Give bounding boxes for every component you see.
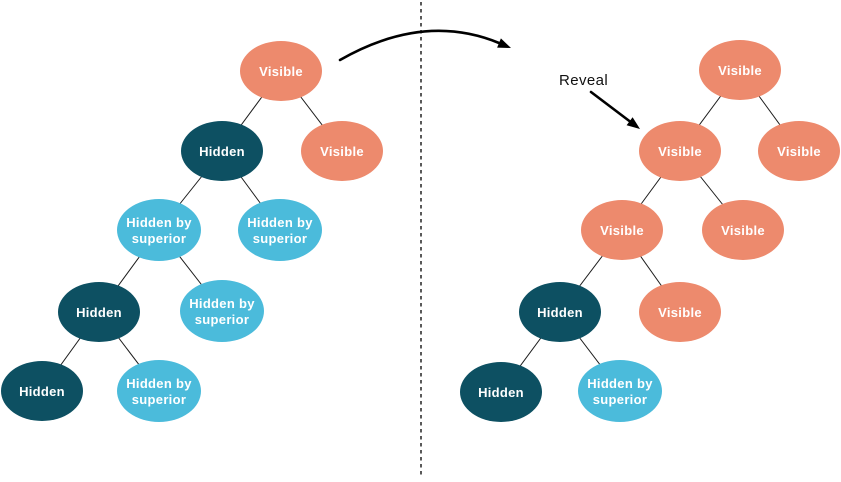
tree-node-after-1: Visible bbox=[639, 121, 721, 181]
node-ellipse bbox=[117, 360, 201, 422]
tree-node-after-4: Visible bbox=[702, 200, 784, 260]
node-label: Visible bbox=[658, 144, 702, 159]
node-ellipse bbox=[639, 282, 721, 342]
tree-node-before-1: Hidden bbox=[181, 121, 263, 181]
tree-node-after-7: Hidden bbox=[460, 362, 542, 422]
node-ellipse bbox=[758, 121, 840, 181]
node-ellipse bbox=[238, 199, 322, 261]
node-label: Hidden bbox=[19, 384, 65, 399]
node-ellipse bbox=[240, 41, 322, 101]
tree-node-after-3: Visible bbox=[581, 200, 663, 260]
node-label: Hidden bbox=[199, 144, 245, 159]
reveal-label: Reveal bbox=[559, 72, 608, 89]
tree-node-after-2: Visible bbox=[758, 121, 840, 181]
node-ellipse bbox=[639, 121, 721, 181]
after-tree: Visible Visible Visible Visible Visible … bbox=[460, 40, 840, 422]
node-label: Hidden bbox=[537, 305, 583, 320]
node-ellipse bbox=[180, 280, 264, 342]
tree-node-after-root: Visible bbox=[699, 40, 781, 100]
node-ellipse bbox=[699, 40, 781, 100]
transition-arrow-icon bbox=[338, 29, 511, 62]
node-label: Hidden bbox=[76, 305, 122, 320]
transition-arrow-curve bbox=[338, 29, 501, 62]
node-ellipse bbox=[58, 282, 140, 342]
tree-node-before-root: Visible bbox=[240, 41, 322, 101]
node-label: Visible bbox=[658, 305, 702, 320]
node-ellipse bbox=[460, 362, 542, 422]
node-ellipse bbox=[1, 361, 83, 421]
reveal-arrow-line bbox=[589, 90, 632, 123]
node-label: Visible bbox=[718, 63, 762, 78]
reveal-annotation: Reveal bbox=[559, 72, 640, 129]
node-label: Visible bbox=[600, 223, 644, 238]
tree-node-after-5: Hidden bbox=[519, 282, 601, 342]
tree-node-after-6: Visible bbox=[639, 282, 721, 342]
reveal-arrowhead-icon bbox=[626, 117, 640, 129]
node-ellipse bbox=[181, 121, 263, 181]
tree-node-before-5: Hidden bbox=[58, 282, 140, 342]
node-label: Visible bbox=[777, 144, 821, 159]
node-label: Visible bbox=[320, 144, 364, 159]
node-ellipse bbox=[519, 282, 601, 342]
node-label: Visible bbox=[259, 64, 303, 79]
node-ellipse bbox=[578, 360, 662, 422]
node-ellipse bbox=[581, 200, 663, 260]
node-label: Hidden bbox=[478, 385, 524, 400]
transition-arrowhead-icon bbox=[497, 38, 511, 48]
node-ellipse bbox=[117, 199, 201, 261]
tree-node-before-2: Visible bbox=[301, 121, 383, 181]
node-ellipse bbox=[301, 121, 383, 181]
node-ellipse bbox=[702, 200, 784, 260]
tree-node-before-7: Hidden bbox=[1, 361, 83, 421]
node-label: Visible bbox=[721, 223, 765, 238]
